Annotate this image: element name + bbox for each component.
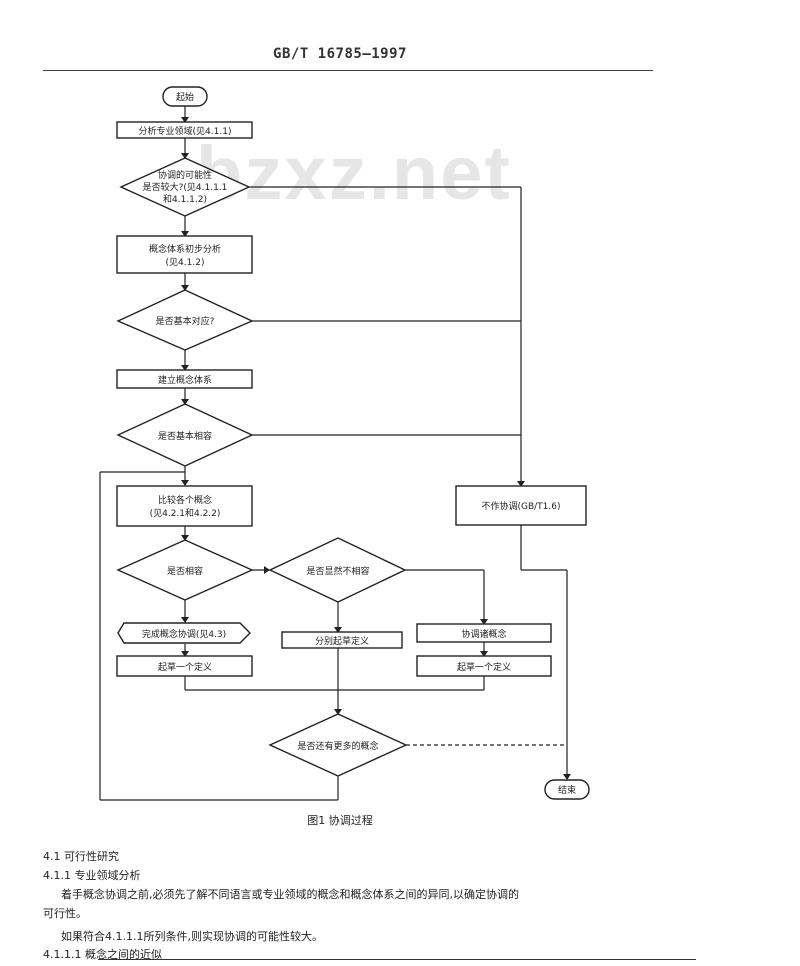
end-label: 结束 xyxy=(558,784,576,796)
figure-caption: 图1 协调过程 xyxy=(307,814,373,827)
feasibility-line-3: 和4.1.1.2) xyxy=(163,194,207,205)
document-code: GB/T 16785—1997 xyxy=(273,46,407,62)
decision-compatible xyxy=(116,403,254,467)
paragraph-1-line-1: 着手概念协调之前,必须先了解不同语言或专业领域的概念和概念体系之间的异同,以确定… xyxy=(61,888,519,901)
compare-concepts-label-2: (见4.2.1和4.2.2) xyxy=(150,508,221,519)
flowchart: 起始 分析专业领域(见4.1.1) 协调的可能性 是否较大?(见4.1.1.1 … xyxy=(99,86,590,801)
decision-obviously-incompatible xyxy=(268,537,407,603)
arrowheads xyxy=(181,117,571,780)
more-concepts-label: 是否还有更多的概念 xyxy=(297,740,378,752)
start-label: 起始 xyxy=(176,91,194,103)
analyze-domain-label: 分析专业领域(见4.1.1) xyxy=(139,125,232,137)
heading-4-1: 4.1 可行性研究 xyxy=(43,850,119,863)
obviously-incompatible-label: 是否显然不相容 xyxy=(306,565,369,577)
flow-labels: 起始 分析专业领域(见4.1.1) 协调的可能性 是否较大?(见4.1.1.1 … xyxy=(139,91,576,796)
draft-definition-right-box xyxy=(416,655,552,677)
concept-system-label-1: 概念体系初步分析 xyxy=(149,243,221,255)
flow-shapes xyxy=(116,86,590,800)
feasibility-line-1: 协调的可能性 xyxy=(158,169,212,181)
compare-concepts-label-1: 比较各个概念 xyxy=(158,494,212,506)
decision-more-concepts xyxy=(268,713,408,777)
build-concept-system-box xyxy=(116,369,253,389)
connector-lines xyxy=(99,106,568,801)
correspondence-label: 是否基本对应? xyxy=(156,315,215,327)
draft-separate-definitions-box xyxy=(281,631,403,649)
complete-coordination-shape xyxy=(117,622,251,644)
paragraph-2: 如果符合4.1.1.1所列条件,则实现协调的可能性较大。 xyxy=(61,930,323,943)
draft-definition-left-label: 起草一个定义 xyxy=(158,661,212,673)
compatible-label: 是否基本相容 xyxy=(158,430,212,442)
coordinate-concepts-box xyxy=(416,623,552,643)
coordinate-concepts-label: 协调诸概念 xyxy=(461,628,506,640)
no-coordination-label: 不作协调(GB/T1.6) xyxy=(481,500,560,512)
compare-concepts-box xyxy=(116,485,253,527)
feasibility-line-2: 是否较大?(见4.1.1.1 xyxy=(143,181,228,193)
draft-definition-right-label: 起草一个定义 xyxy=(457,661,511,673)
concept-system-analysis-box xyxy=(116,235,253,274)
table-top-rule xyxy=(98,959,696,960)
decision-correspondence xyxy=(116,289,254,351)
draft-separate-definitions-label: 分别起草定义 xyxy=(315,635,369,647)
end-terminal xyxy=(544,779,590,800)
decision-feasibility xyxy=(119,157,251,217)
header-rule xyxy=(43,70,653,71)
decision-concept-compatible xyxy=(116,539,254,601)
analyze-domain-box xyxy=(116,121,253,139)
complete-coordination-label: 完成概念协调(见4.3) xyxy=(142,628,226,640)
heading-4-1-1-1: 4.1.1.1 概念之间的近似 xyxy=(43,948,162,961)
heading-4-1-1: 4.1.1 专业领域分析 xyxy=(43,869,141,882)
paragraph-1-line-2: 可行性。 xyxy=(43,907,87,920)
build-concept-system-label: 建立概念体系 xyxy=(158,374,212,386)
concept-system-label-2: (见4.1.2) xyxy=(166,257,205,268)
no-coordination-box xyxy=(455,485,587,526)
draft-definition-left-box xyxy=(116,655,253,677)
start-terminal xyxy=(162,86,208,107)
watermark: bzxz.net xyxy=(196,131,512,216)
concept-compatible-label: 是否相容 xyxy=(167,565,203,577)
